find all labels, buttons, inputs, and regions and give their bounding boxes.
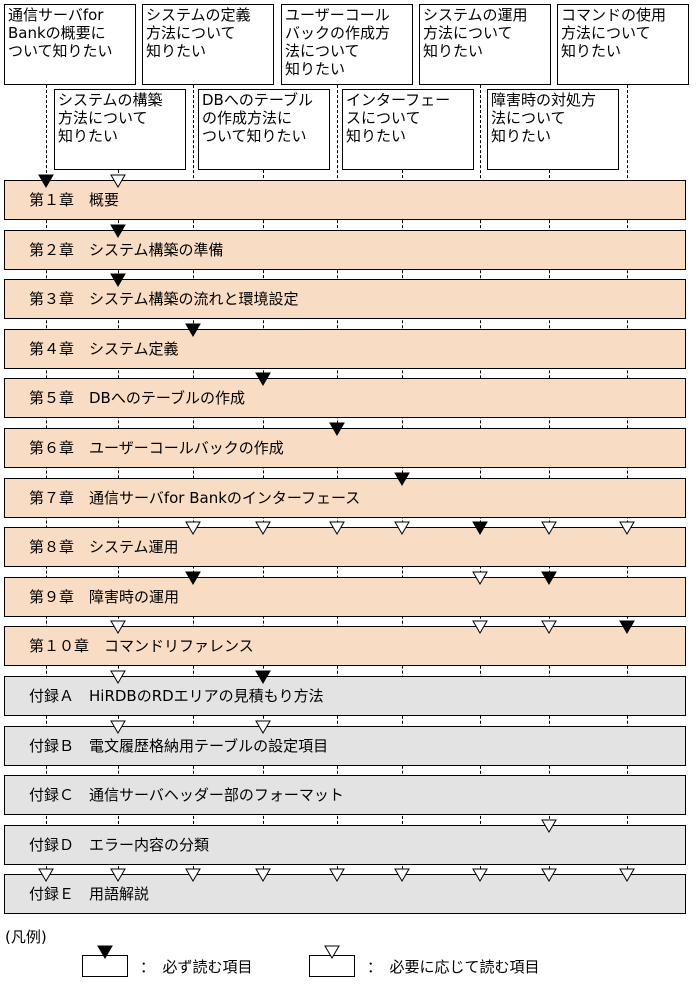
legend-optional-label: ： 必要に応じて読む項目 (367, 958, 540, 976)
optional-mark-9-g7 (472, 571, 488, 585)
optional-mark-8-g6 (394, 521, 410, 535)
appendix-bar-15: 付録Ｅ 用語解説 (4, 874, 686, 914)
chapter-bar-3: 第３章 システム構築の流れと環境設定 (4, 279, 686, 319)
required-mark-8-g7 (472, 521, 488, 535)
goal-box-g9: コマンドの使用 方法について 知りたい (557, 4, 689, 85)
appendix-bar-11: 付録Ａ HiRDBのRDエリアの見積もり方法 (4, 676, 686, 716)
required-mark-2-g2 (110, 224, 126, 238)
chapter-bar-9: 第９章 障害時の運用 (4, 577, 686, 617)
goal-box-g1: 通信サーバfor Bankの概要に ついて知りたい (4, 4, 136, 85)
optional-mark-8-g4 (255, 521, 271, 535)
goal-box-g7: システムの運用 方法について 知りたい (419, 4, 551, 85)
appendix-bar-13: 付録Ｃ 通信サーバヘッダー部のフォーマット (4, 775, 686, 815)
optional-mark-15-g8 (541, 868, 557, 882)
optional-mark-15-g7 (472, 868, 488, 882)
optional-mark-10-g8 (541, 620, 557, 634)
legend-title: (凡例) (5, 928, 47, 946)
optional-mark-icon (324, 945, 340, 959)
optional-mark-12-g2 (110, 720, 126, 734)
optional-mark-15-g6 (394, 868, 410, 882)
legend-required-label: ： 必ず読む項目 (140, 958, 253, 976)
required-mark-3-g2 (110, 273, 126, 287)
appendix-bar-12: 付録Ｂ 電文履歴格納用テーブルの設定項目 (4, 726, 686, 766)
goal-box-g5: ユーザーコール バックの作成方 法について 知りたい (281, 4, 413, 85)
chapter-bar-7: 第７章 通信サーバfor Bankのインターフェース (4, 478, 686, 518)
chapter-bar-8: 第８章 システム運用 (4, 527, 686, 567)
optional-mark-11-g2 (110, 670, 126, 684)
optional-mark-8-g8 (541, 521, 557, 535)
optional-mark-1-g2 (110, 174, 126, 188)
required-mark-icon (97, 945, 113, 959)
optional-mark-14-g8 (541, 819, 557, 833)
optional-mark-15-g4 (255, 868, 271, 882)
chapter-bar-2: 第２章 システム構築の準備 (4, 230, 686, 270)
required-mark-7-g6 (394, 472, 410, 486)
chapter-bar-4: 第４章 システム定義 (4, 329, 686, 369)
optional-mark-15-g2 (110, 868, 126, 882)
required-mark-5-g4 (255, 372, 271, 386)
optional-mark-8-g9 (619, 521, 635, 535)
optional-mark-10-g7 (472, 620, 488, 634)
appendix-bar-14: 付録Ｄ エラー内容の分類 (4, 825, 686, 865)
goal-box-g8: 障害時の対処方 法について 知りたい (487, 89, 619, 170)
chapter-bar-10: 第１０章 コマンドリファレンス (4, 626, 686, 666)
chapter-bar-6: 第６章 ユーザーコールバックの作成 (4, 428, 686, 468)
goal-box-g6: インターフェー スについて 知りたい (342, 89, 474, 170)
goal-box-g2: システムの構築 方法について 知りたい (54, 89, 186, 170)
required-mark-6-g5 (329, 422, 345, 436)
goal-box-g3: システムの定義 方法について 知りたい (142, 4, 274, 85)
optional-mark-15-g5 (329, 868, 345, 882)
required-mark-11-g4 (255, 670, 271, 684)
required-mark-1-g1 (38, 174, 54, 188)
required-mark-10-g9 (619, 620, 635, 634)
optional-mark-15-g9 (619, 868, 635, 882)
required-mark-4-g3 (185, 323, 201, 337)
optional-mark-8-g3 (185, 521, 201, 535)
chapter-bar-5: 第５章 DBへのテーブルの作成 (4, 378, 686, 418)
optional-mark-8-g5 (329, 521, 345, 535)
required-mark-9-g8 (541, 571, 557, 585)
optional-mark-15-g3 (185, 868, 201, 882)
optional-mark-10-g2 (110, 620, 126, 634)
required-mark-9-g3 (185, 571, 201, 585)
chapter-bar-1: 第１章 概要 (4, 180, 686, 220)
optional-mark-12-g4 (255, 720, 271, 734)
goal-box-g4: DBへのテーブル の作成方法に ついて知りたい (198, 89, 330, 170)
optional-mark-15-g1 (38, 868, 54, 882)
